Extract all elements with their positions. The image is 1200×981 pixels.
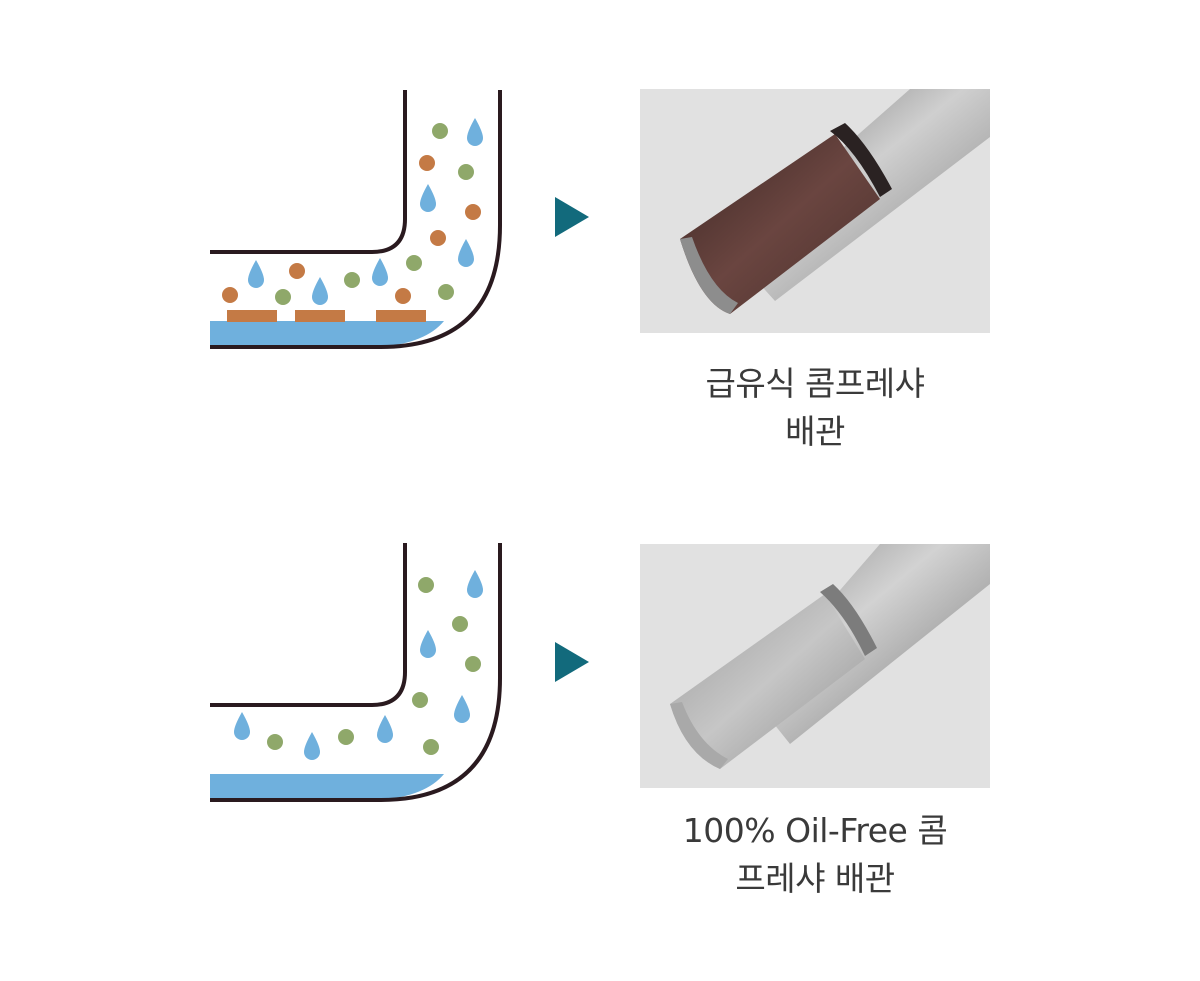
water-drop-icon	[312, 277, 328, 305]
pipe-diagram-oil-free	[210, 543, 502, 802]
particle-dot-icon	[395, 288, 411, 304]
water-drop-icon	[377, 715, 393, 743]
sludge-deposit	[227, 310, 277, 322]
clean-pipe-image	[670, 544, 990, 769]
pipe-outer-wall	[210, 543, 502, 802]
particle-dot-icon	[344, 272, 360, 288]
water-drop-icon	[304, 732, 320, 760]
particle-dot-icon	[465, 204, 481, 220]
pipe-inner-wall	[210, 543, 407, 707]
water-drop-icon	[467, 118, 483, 146]
caption-oil-free: 100% Oil-Free 콤 프레샤 배관	[640, 807, 990, 903]
pipe-inner-wall	[210, 90, 407, 254]
particle-dot-icon	[432, 123, 448, 139]
caption-line: 배관	[785, 412, 845, 451]
particle-dot-icon	[412, 692, 428, 708]
water-drop-icon	[248, 260, 264, 288]
particle-dot-icon	[267, 734, 283, 750]
particle-dot-icon	[418, 577, 434, 593]
particle-dot-icon	[452, 616, 468, 632]
water-drop-icon	[372, 258, 388, 286]
caption-oil-lubricated: 급유식 콤프레샤 배관	[640, 360, 990, 456]
comparison-row-oil: 급유식 콤프레샤 배관	[0, 0, 1200, 490]
water-drop-icon	[454, 695, 470, 723]
particle-dot-icon	[438, 284, 454, 300]
comparison-row-oil-free: 100% Oil-Free 콤 프레샤 배관	[0, 455, 1200, 981]
particle-dot-icon	[465, 656, 481, 672]
water-drop-icon	[467, 570, 483, 598]
particle-dot-icon	[338, 729, 354, 745]
particle-dot-icon	[430, 230, 446, 246]
sludge-deposit	[376, 310, 426, 322]
water-layer	[210, 321, 444, 347]
play-arrow-icon	[555, 642, 589, 682]
water-layer	[210, 774, 444, 800]
water-drop-icon	[420, 630, 436, 658]
sludge-deposit	[295, 310, 345, 322]
particle-dot-icon	[289, 263, 305, 279]
particle-dot-icon	[222, 287, 238, 303]
particle-dot-icon	[275, 289, 291, 305]
water-drop-icon	[420, 184, 436, 212]
particle-dot-icon	[406, 255, 422, 271]
particles-group	[234, 570, 483, 760]
rusted-pipe-image	[680, 89, 990, 314]
water-drop-icon	[234, 712, 250, 740]
pipe-photo-clean	[640, 544, 990, 788]
caption-line: 프레샤 배관	[735, 859, 895, 898]
water-drop-icon	[458, 239, 474, 267]
caption-line: 100% Oil-Free 콤	[682, 811, 948, 850]
particle-dot-icon	[458, 164, 474, 180]
caption-line: 급유식 콤프레샤	[705, 364, 925, 403]
pipe-outer-wall	[210, 90, 502, 349]
particle-dot-icon	[419, 155, 435, 171]
particle-dot-icon	[423, 739, 439, 755]
particles-group	[222, 118, 483, 305]
pipe-photo-rusted	[640, 89, 990, 333]
play-arrow-icon	[555, 197, 589, 237]
pipe-diagram-oil	[210, 90, 502, 349]
